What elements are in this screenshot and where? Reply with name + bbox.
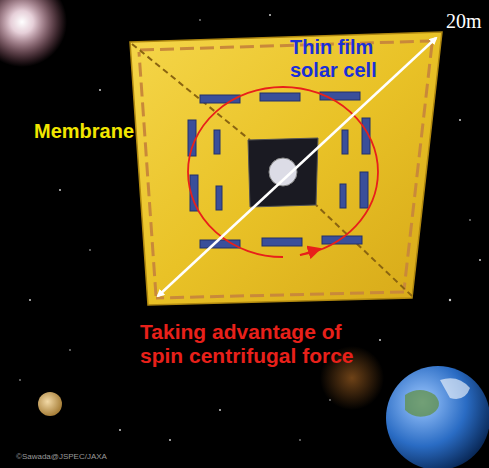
spacecraft-body <box>248 138 318 207</box>
sun <box>0 0 67 67</box>
venus <box>38 392 62 416</box>
dimension-label: 20m <box>446 10 486 33</box>
callout-label: Thin film solar cell <box>290 36 408 82</box>
callout-label: Membrane <box>34 120 134 143</box>
earth <box>386 366 489 468</box>
membrane <box>130 32 442 305</box>
spin-arrow <box>188 87 378 257</box>
callout-label: Taking advantage of spin centrifugal for… <box>140 320 380 368</box>
copyright-watermark: ©Sawada@JSPEC/JAXA <box>16 452 176 461</box>
